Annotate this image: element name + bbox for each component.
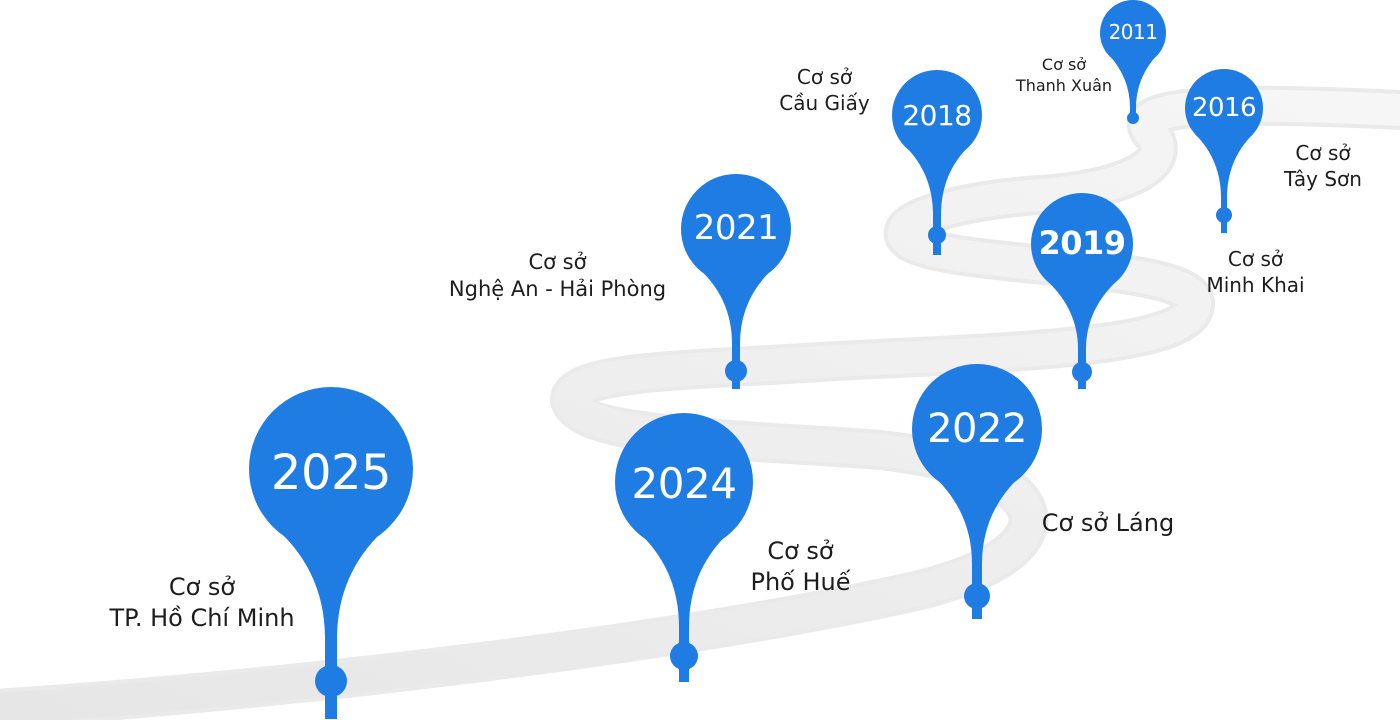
location-line2: Cầu Giấy bbox=[779, 91, 870, 115]
location-label-tay-son: Cơ sở Tây Sơn bbox=[1268, 140, 1378, 192]
pin-shape-2011 bbox=[1109, 55, 1157, 113]
location-line1: Cơ sở bbox=[1041, 55, 1087, 74]
milestone-pin-2018: 2018 bbox=[892, 70, 982, 255]
location-line1: Cơ sở bbox=[796, 65, 853, 89]
location-label-cau-giay: Cơ sở Cầu Giấy bbox=[767, 64, 882, 116]
milestone-pin-2022: 2022 bbox=[912, 364, 1042, 619]
pin-shape-2016 bbox=[1195, 134, 1253, 233]
pin-shape-2018 bbox=[904, 145, 970, 255]
pin-shape-2022 bbox=[929, 472, 1025, 619]
year-label-2019: 2019 bbox=[1038, 224, 1126, 262]
location-line2: Nghệ An - Hải Phòng bbox=[448, 277, 667, 302]
location-line2: Minh Khai bbox=[1206, 273, 1305, 297]
year-label-2025: 2025 bbox=[270, 445, 392, 501]
year-label-2022: 2022 bbox=[927, 406, 1027, 452]
year-label-2018: 2018 bbox=[902, 99, 972, 132]
milestone-pin-2025: 2025 bbox=[249, 387, 413, 719]
location-label-pho-hue: Cơ sở Phố Huế bbox=[738, 536, 863, 598]
pin-shape-2024 bbox=[634, 528, 734, 682]
year-label-2016: 2016 bbox=[1191, 93, 1257, 123]
location-line1: Cơ sở bbox=[767, 537, 834, 565]
location-line2: TP. Hồ Chí Minh bbox=[109, 604, 295, 633]
location-line1: Cơ sở bbox=[1295, 141, 1351, 165]
location-line1: Cơ sở bbox=[1227, 247, 1284, 271]
location-label-nghe-an-hai-phong: Cơ sở Nghệ An - Hải Phòng bbox=[435, 249, 680, 304]
location-line1: Cơ sở bbox=[168, 573, 236, 601]
location-line1: Cơ sở bbox=[528, 250, 587, 274]
location-line2: Tây Sơn bbox=[1284, 167, 1362, 191]
pin-shape-2025 bbox=[271, 524, 391, 719]
location-label-thanh-xuan: Cơ sở Thanh Xuân bbox=[1004, 55, 1124, 97]
milestone-pin-2011: 2011 bbox=[1100, 0, 1166, 130]
milestone-pin-2024: 2024 bbox=[615, 413, 753, 682]
location-label-minh-khai: Cơ sở Minh Khai bbox=[1198, 246, 1313, 298]
location-line1: Cơ sở Láng bbox=[1041, 509, 1175, 537]
milestone-pin-2016: 2016 bbox=[1185, 69, 1263, 233]
location-label-lang: Cơ sở Láng bbox=[1028, 508, 1188, 539]
year-label-2011: 2011 bbox=[1108, 20, 1158, 44]
location-line2: Thanh Xuân bbox=[1015, 75, 1113, 95]
year-label-2024: 2024 bbox=[631, 459, 737, 508]
milestone-pin-2019: 2019 bbox=[1031, 193, 1133, 389]
year-label-2021: 2021 bbox=[693, 208, 779, 248]
milestone-pin-2021: 2021 bbox=[681, 174, 791, 389]
pin-shape-2019 bbox=[1044, 278, 1120, 389]
location-label-tp-hcm: Cơ sở TP. Hồ Chí Minh bbox=[102, 572, 302, 634]
pin-shape-2021 bbox=[696, 266, 776, 389]
location-line2: Phố Huế bbox=[750, 568, 851, 597]
